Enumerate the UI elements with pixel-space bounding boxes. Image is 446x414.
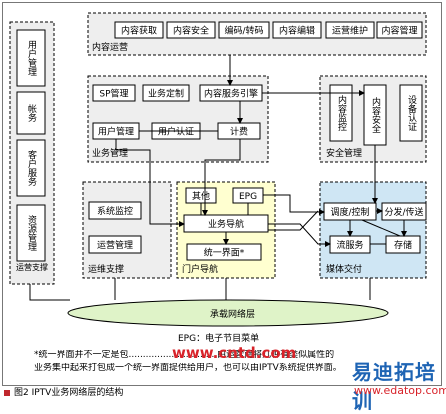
- svg-text:业务定制: 业务定制: [148, 88, 184, 100]
- svg-text:调度/控制: 调度/控制: [330, 206, 369, 218]
- svg-text:运营维护: 运营维护: [332, 25, 368, 37]
- business-mgmt-label: 业务管理: [92, 147, 128, 159]
- svg-text:用户管理: 用户管理: [98, 126, 134, 138]
- ops-support-item-resource-mgmt: 资源管理: [26, 215, 36, 251]
- security-box-0: [329, 84, 353, 142]
- scheduling-box: 调度/控制: [323, 202, 377, 221]
- service-nav-box: 业务导航: [183, 214, 269, 233]
- svg-text:系统监控: 系统监控: [97, 205, 133, 217]
- content-ops-box-4: 运营维护: [325, 21, 375, 39]
- om-support-group: [82, 181, 172, 279]
- ops-support-item-accounting: 帐务: [26, 104, 36, 122]
- svg-text:内容编辑: 内容编辑: [279, 25, 315, 37]
- streaming-box: 流服务: [329, 235, 371, 254]
- content-ops-label: 内容运营: [92, 41, 128, 53]
- footnote-line-1: *统一界面并不一定是包.............................…: [34, 350, 335, 360]
- svg-text:统一界面*: 统一界面*: [204, 247, 245, 259]
- connectors: [29, 55, 407, 301]
- svg-text:内容服务引擎: 内容服务引擎: [204, 88, 258, 100]
- watermark-cntd: www.cntd.com: [172, 344, 297, 362]
- bearer-network-ellipse: [67, 299, 389, 327]
- security-item-content-monitor: 内容监控: [336, 95, 346, 131]
- ops-support-label: 运营支撑: [16, 263, 48, 272]
- ops-support-item-user-mgmt: 用户管理: [26, 40, 36, 76]
- figure-caption: 图2 IPTV业务网络层的结构: [14, 388, 124, 398]
- svg-text:EPG: EPG: [239, 192, 257, 202]
- watermark-edatop-url: www.edatop.com: [354, 384, 446, 397]
- storage-box: 存储: [385, 235, 421, 254]
- portal-nav-label: 门户导航: [182, 263, 218, 275]
- service-custom-box: 业务定制: [142, 84, 190, 102]
- content-ops-box-3: 内容编辑: [272, 21, 322, 39]
- security-item-device-auth: 设备认证: [406, 95, 416, 131]
- architecture-diagram: 承载网络层 内容运营 内容获取 内容安全 编码/转码 内容编辑 运营维护 内容管…: [9, 12, 427, 327]
- security-mgmt-label: 安全管理: [326, 147, 362, 159]
- system-monitor-box: 系统监控: [88, 201, 142, 220]
- svg-text:分发/传送: 分发/传送: [384, 206, 423, 218]
- ops-support-box-0: [16, 29, 46, 87]
- svg-text:其他: 其他: [192, 190, 210, 202]
- epg-box: EPG: [232, 187, 264, 204]
- svg-text:编码/转码: 编码/转码: [224, 25, 263, 37]
- security-box-2: [399, 84, 423, 142]
- ops-support-box-2: [16, 139, 46, 197]
- svg-text:内容获取: 内容获取: [121, 25, 157, 37]
- svg-text:流服务: 流服务: [336, 239, 363, 251]
- ops-support-item-customer-service: 客户服务: [26, 150, 36, 186]
- bearer-network-label: 承载网络层: [210, 308, 255, 320]
- ops-support-box-3: [16, 204, 46, 262]
- ops-support-box-1: [16, 91, 46, 135]
- unified-portal-box: 统一界面*: [186, 243, 262, 261]
- epg-note: EPG：电子节目菜单: [178, 334, 260, 344]
- content-ops-box-1: 内容安全: [166, 21, 216, 39]
- user-mgmt-box: 用户管理: [92, 122, 140, 140]
- caption-marker: [4, 390, 10, 396]
- other-box: 其他: [185, 187, 217, 204]
- content-ops-box-5: 内容管理: [376, 21, 423, 39]
- footnote-line-2: 业务集中起来打包成一个统一界面提供给用户，也可以由IPTV系统提供界面。: [34, 363, 342, 373]
- content-service-engine-box: 内容服务引擎: [199, 84, 263, 102]
- media-delivery-label: 媒体交付: [326, 263, 362, 275]
- media-delivery-group: [319, 181, 427, 279]
- svg-text:业务导航: 业务导航: [208, 218, 244, 230]
- content-ops-box-0: 内容获取: [114, 21, 164, 39]
- svg-text:内容安全: 内容安全: [173, 25, 209, 37]
- security-item-content-safety: 内容安全: [370, 97, 380, 133]
- content-ops-box-2: 编码/转码: [218, 21, 270, 39]
- svg-text:SP管理: SP管理: [99, 88, 128, 100]
- billing-box: 计费: [217, 122, 261, 140]
- svg-text:计费: 计费: [230, 126, 248, 138]
- svg-text:运营管理: 运营管理: [97, 239, 133, 251]
- sp-mgmt-box: SP管理: [92, 84, 136, 102]
- om-support-label: 运维支撑: [88, 263, 124, 275]
- operation-mgmt-box: 运营管理: [88, 235, 142, 254]
- svg-text:内容管理: 内容管理: [381, 25, 417, 37]
- distribution-box: 分发/传送: [381, 202, 427, 221]
- svg-text:存储: 存储: [394, 239, 412, 251]
